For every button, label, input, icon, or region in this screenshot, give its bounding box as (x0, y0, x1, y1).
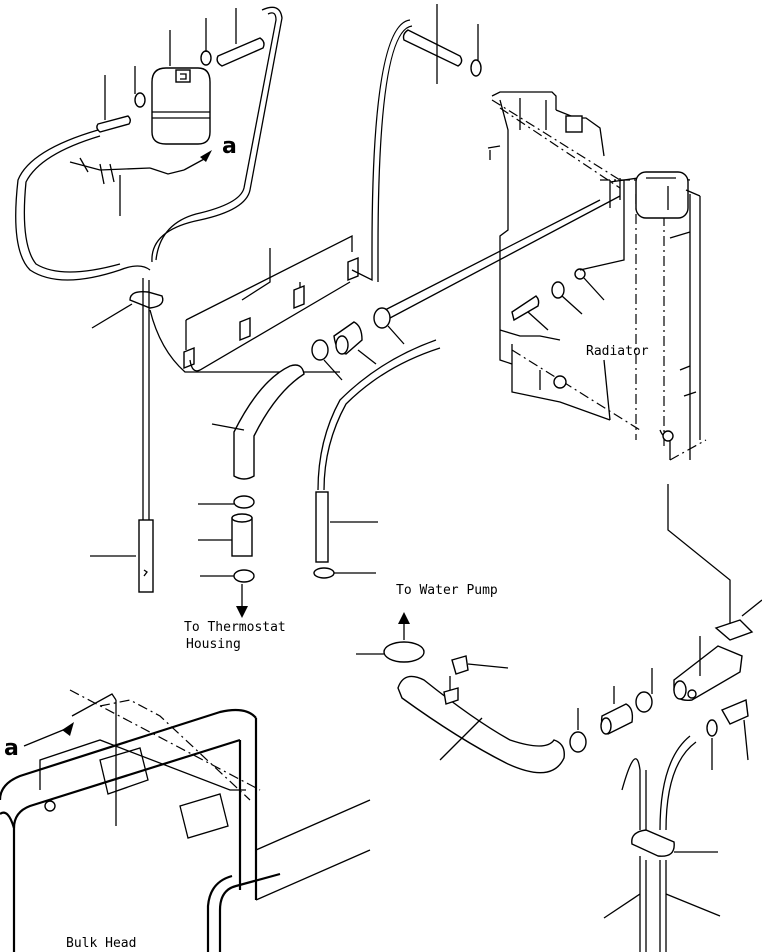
hose-clip-tank (134, 18, 212, 108)
radiator-hose-right-parts (511, 180, 625, 331)
clip-rail (183, 19, 413, 372)
leader-radiator-to-pump (667, 484, 731, 624)
view-callout-top: a (222, 134, 237, 159)
bulk-head (0, 689, 371, 952)
pump-connector-parts (569, 599, 762, 770)
tube-clamp (91, 278, 340, 520)
bypass-tube (313, 339, 441, 579)
label-to-thermostat-line2: Housing (186, 637, 241, 652)
drain-tube (90, 519, 154, 593)
label-to-thermostat-line1: To Thermostat (184, 620, 286, 635)
upper-radiator-hose (311, 195, 621, 381)
radiator (487, 91, 707, 461)
label-to-water-pump: To Water Pump (396, 583, 498, 598)
water-pump-hose (356, 612, 565, 774)
short-hose-top-left (96, 8, 265, 133)
view-callout-bottom: a (4, 736, 19, 761)
lower-curved-hose (198, 364, 305, 618)
label-bulk-head: Bulk Head (66, 936, 137, 951)
hose-top-right (402, 4, 482, 84)
label-radiator: Radiator (586, 344, 649, 359)
overflow-tube (15, 6, 283, 281)
reservoir-tank (151, 30, 211, 145)
tube-bundle (603, 735, 721, 952)
bracket-left (69, 150, 212, 216)
